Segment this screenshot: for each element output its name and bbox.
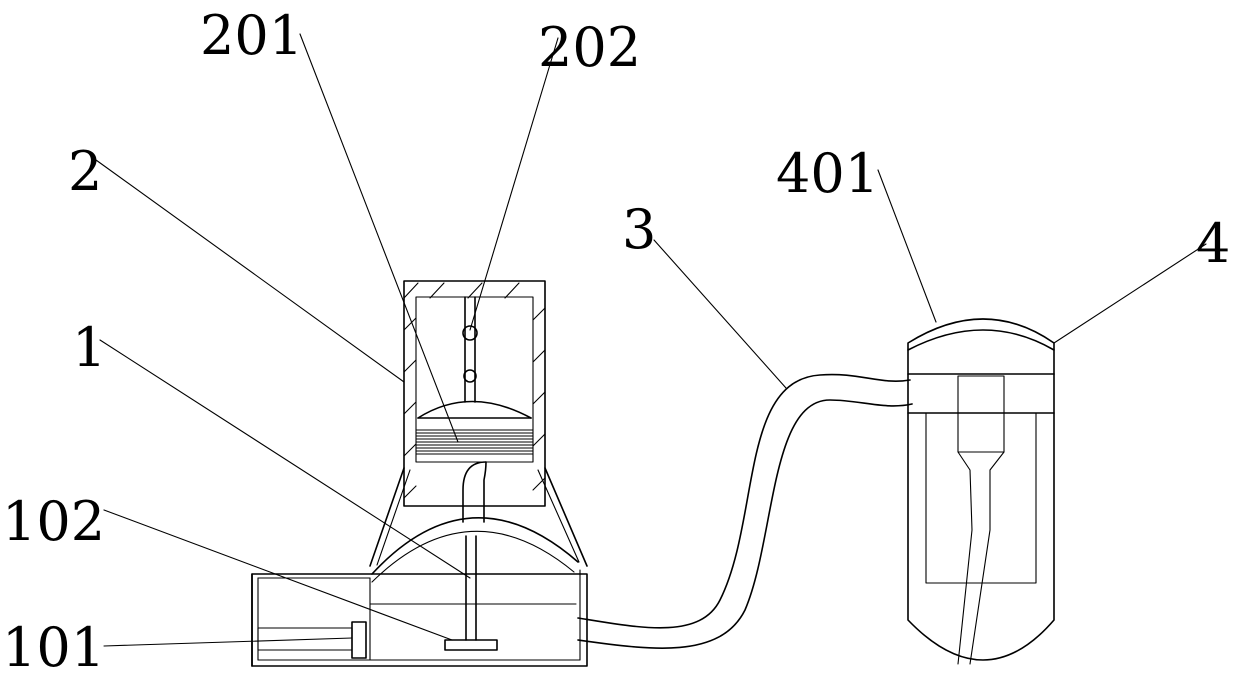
- label-2: 2: [68, 140, 102, 203]
- label-202: 202: [538, 16, 641, 79]
- filter-layers: [415, 429, 534, 455]
- label-1: 1: [72, 316, 106, 379]
- hose-inner: [577, 399, 913, 649]
- dome-outer: [371, 517, 579, 575]
- hose: [577, 373, 913, 649]
- stirrer-foot: [444, 639, 498, 651]
- base-outer-box: [251, 573, 588, 667]
- leader-lines: [95, 33, 1207, 647]
- hose-outer: [577, 373, 911, 629]
- nozzle-block: [957, 375, 1005, 453]
- tank-outer: [907, 318, 1055, 661]
- nozzle-left: [957, 451, 973, 665]
- nozzle-right: [969, 451, 1005, 665]
- cylinder: [403, 280, 546, 523]
- cylinder-outer: [403, 280, 546, 507]
- dome-inner: [371, 530, 575, 583]
- rod-flange: [351, 621, 367, 659]
- wall-hatching: [403, 282, 546, 499]
- tank-inner-box: [925, 412, 1037, 584]
- labels: 201 202 2 3 401 4 1 102 101: [2, 4, 1230, 678]
- label-401: 401: [776, 142, 879, 205]
- label-101: 101: [2, 616, 105, 678]
- label-102: 102: [2, 490, 105, 553]
- flask-shoulder: [369, 467, 588, 651]
- piston-dome: [417, 400, 532, 419]
- tank: [907, 318, 1055, 665]
- tank-cap-inner: [907, 329, 1055, 351]
- label-4: 4: [1196, 212, 1230, 275]
- label-201: 201: [200, 4, 303, 67]
- label-3: 3: [622, 198, 656, 261]
